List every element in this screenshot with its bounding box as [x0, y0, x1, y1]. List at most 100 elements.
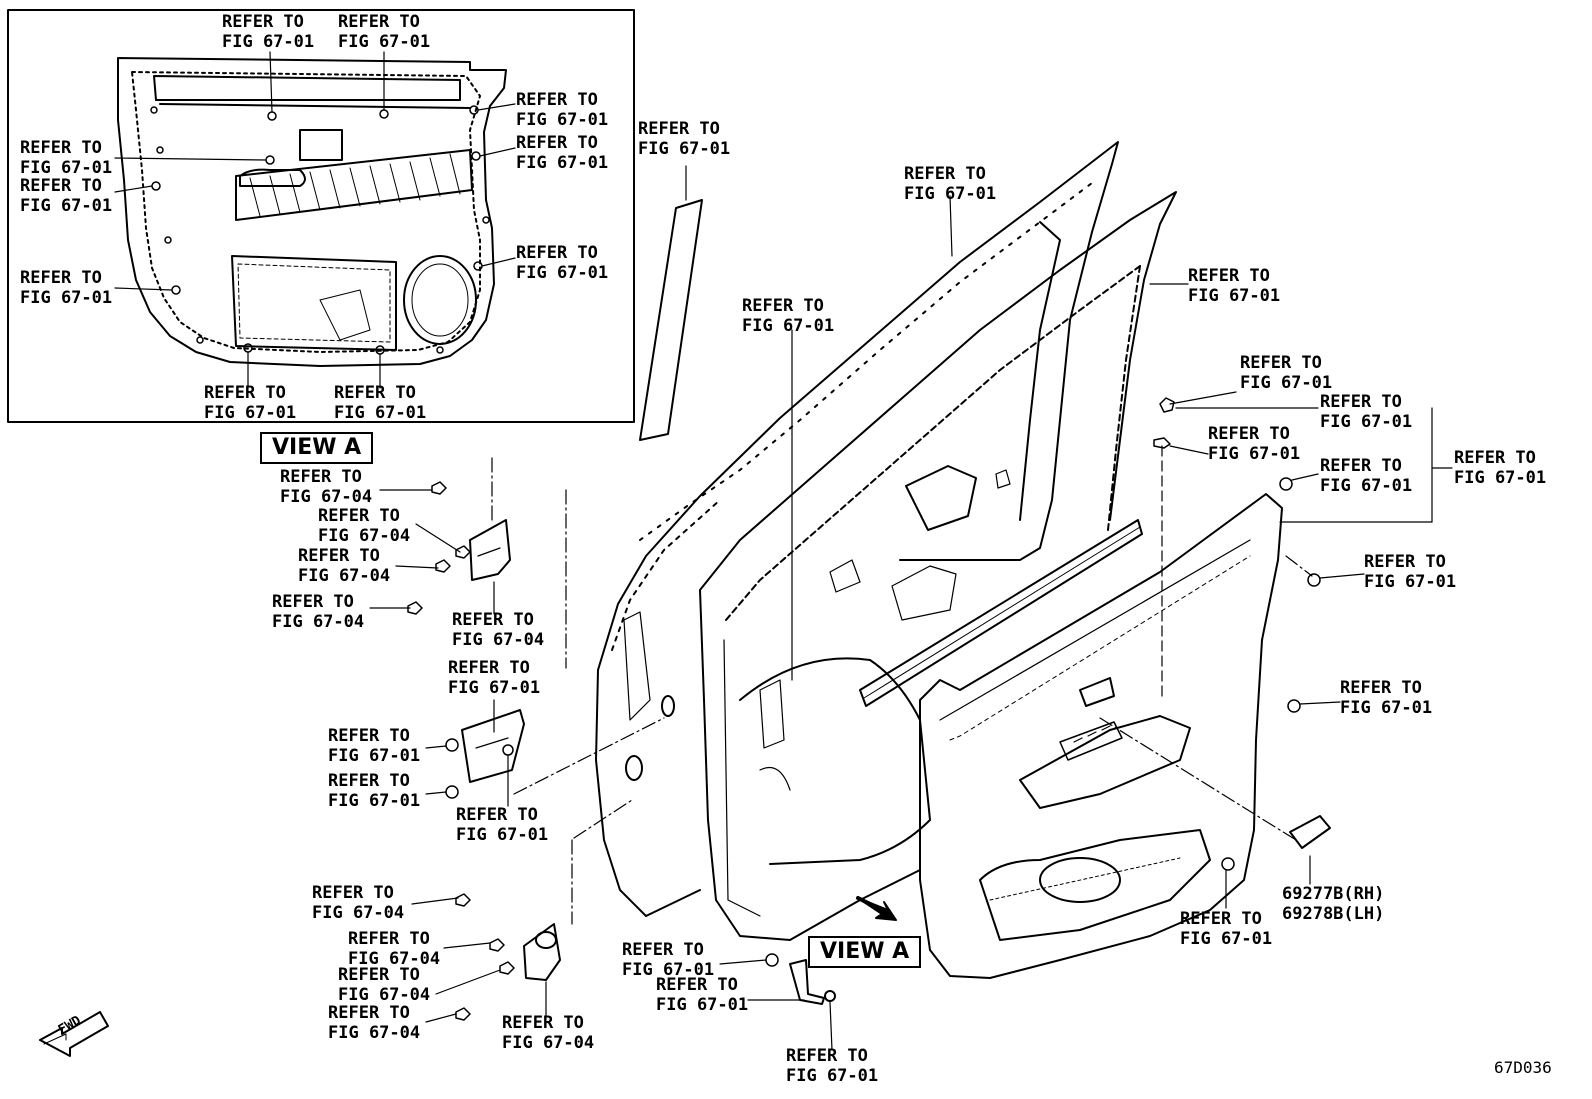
- callout-line1: REFER TO: [328, 1003, 410, 1023]
- callout-line1: REFER TO: [516, 133, 598, 153]
- callout-line1: REFER TO: [328, 726, 410, 746]
- belt-weatherstrip: [859, 519, 1143, 707]
- callout-line1: REFER TO: [222, 12, 304, 32]
- callout-line2: FIG 67-01: [1180, 929, 1273, 949]
- callout-line1: REFER TO: [1320, 456, 1402, 476]
- door-check: [461, 709, 525, 783]
- door-trim-panel: [919, 493, 1283, 979]
- inset-frame: [7, 9, 635, 423]
- callout-line2: FIG 67-01: [328, 791, 421, 811]
- door-inner-frame: [699, 191, 1177, 591]
- callout-line1: REFER TO: [1208, 424, 1290, 444]
- b-pillar-garnish: [639, 199, 703, 441]
- callout-line1: REFER TO: [516, 90, 598, 110]
- callout-line2: FIG 67-04: [318, 526, 411, 546]
- callout-line2: FIG 67-04: [502, 1033, 595, 1053]
- callout-line2: FIG 67-01: [1320, 412, 1413, 432]
- inset-door-panel: [117, 57, 507, 367]
- callout-line2: FIG 67-01: [786, 1066, 879, 1086]
- callout-line2: FIG 67-01: [904, 184, 997, 204]
- callout-line1: REFER TO: [298, 546, 380, 566]
- callout-line2: FIG 67-01: [1340, 698, 1433, 718]
- view-a-inset-tag: VIEW A: [260, 432, 374, 464]
- callout-line1: REFER TO: [20, 176, 102, 196]
- callout-line2: FIG 67-01: [1320, 476, 1413, 496]
- callout-line1: REFER TO: [280, 467, 362, 487]
- callout-line2: FIG 67-01: [456, 825, 549, 845]
- callout-line1: REFER TO: [904, 164, 986, 184]
- callout-line2: FIG 67-01: [656, 995, 749, 1015]
- upper-hinge: [469, 519, 511, 581]
- callout-line2: FIG 67-01: [1454, 468, 1547, 488]
- callout-line2: FIG 67-04: [298, 566, 391, 586]
- callout-line2: FIG 67-04: [312, 903, 405, 923]
- callout-line1: REFER TO: [204, 383, 286, 403]
- callout-line1: REFER TO: [786, 1046, 868, 1066]
- callout-line2: FIG 67-04: [338, 985, 431, 1005]
- callout-line1: REFER TO: [1340, 678, 1422, 698]
- callout-line1: REFER TO: [318, 506, 400, 526]
- callout-line1: REFER TO: [622, 940, 704, 960]
- callout-line2: FIG 67-01: [20, 158, 113, 178]
- callout-line1: REFER TO: [1364, 552, 1446, 572]
- callout-line1: REFER TO: [20, 268, 102, 288]
- callout-line1: REFER TO: [1320, 392, 1402, 412]
- part-number-rh: 69277B(RH): [1282, 884, 1385, 904]
- callout-line1: REFER TO: [1188, 266, 1270, 286]
- callout-line2: FIG 67-01: [20, 288, 113, 308]
- callout-line2: FIG 67-01: [204, 403, 297, 423]
- callout-line1: REFER TO: [334, 383, 416, 403]
- callout-line1: REFER TO: [272, 592, 354, 612]
- drawing-code: 67D036: [1494, 1058, 1552, 1077]
- callout-line1: REFER TO: [448, 658, 530, 678]
- callout-line1: REFER TO: [328, 771, 410, 791]
- callout-line2: FIG 67-01: [1188, 286, 1281, 306]
- callout-line1: REFER TO: [338, 965, 420, 985]
- callout-line1: REFER TO: [338, 12, 420, 32]
- callout-line2: FIG 67-01: [638, 139, 731, 159]
- callout-line2: FIG 67-01: [516, 153, 609, 173]
- callout-line1: REFER TO: [1180, 909, 1262, 929]
- callout-line2: FIG 67-01: [622, 960, 715, 980]
- callout-line1: REFER TO: [516, 243, 598, 263]
- callout-line2: FIG 67-01: [516, 110, 609, 130]
- callout-line1: REFER TO: [1240, 353, 1322, 373]
- callout-line2: FIG 67-01: [334, 403, 427, 423]
- callout-line1: REFER TO: [20, 138, 102, 158]
- callout-line2: FIG 67-01: [328, 746, 421, 766]
- inset-speaker-box: [231, 255, 397, 351]
- callout-line1: REFER TO: [1454, 448, 1536, 468]
- callout-line1: REFER TO: [502, 1013, 584, 1033]
- cover-69277b: [1289, 815, 1331, 849]
- fwd-arrow-icon: [39, 1011, 109, 1057]
- callout-line2: FIG 67-04: [280, 487, 373, 507]
- part-number-69277b: 69277B(RH) 69278B(LH): [1282, 884, 1384, 924]
- callout-line1: REFER TO: [456, 805, 538, 825]
